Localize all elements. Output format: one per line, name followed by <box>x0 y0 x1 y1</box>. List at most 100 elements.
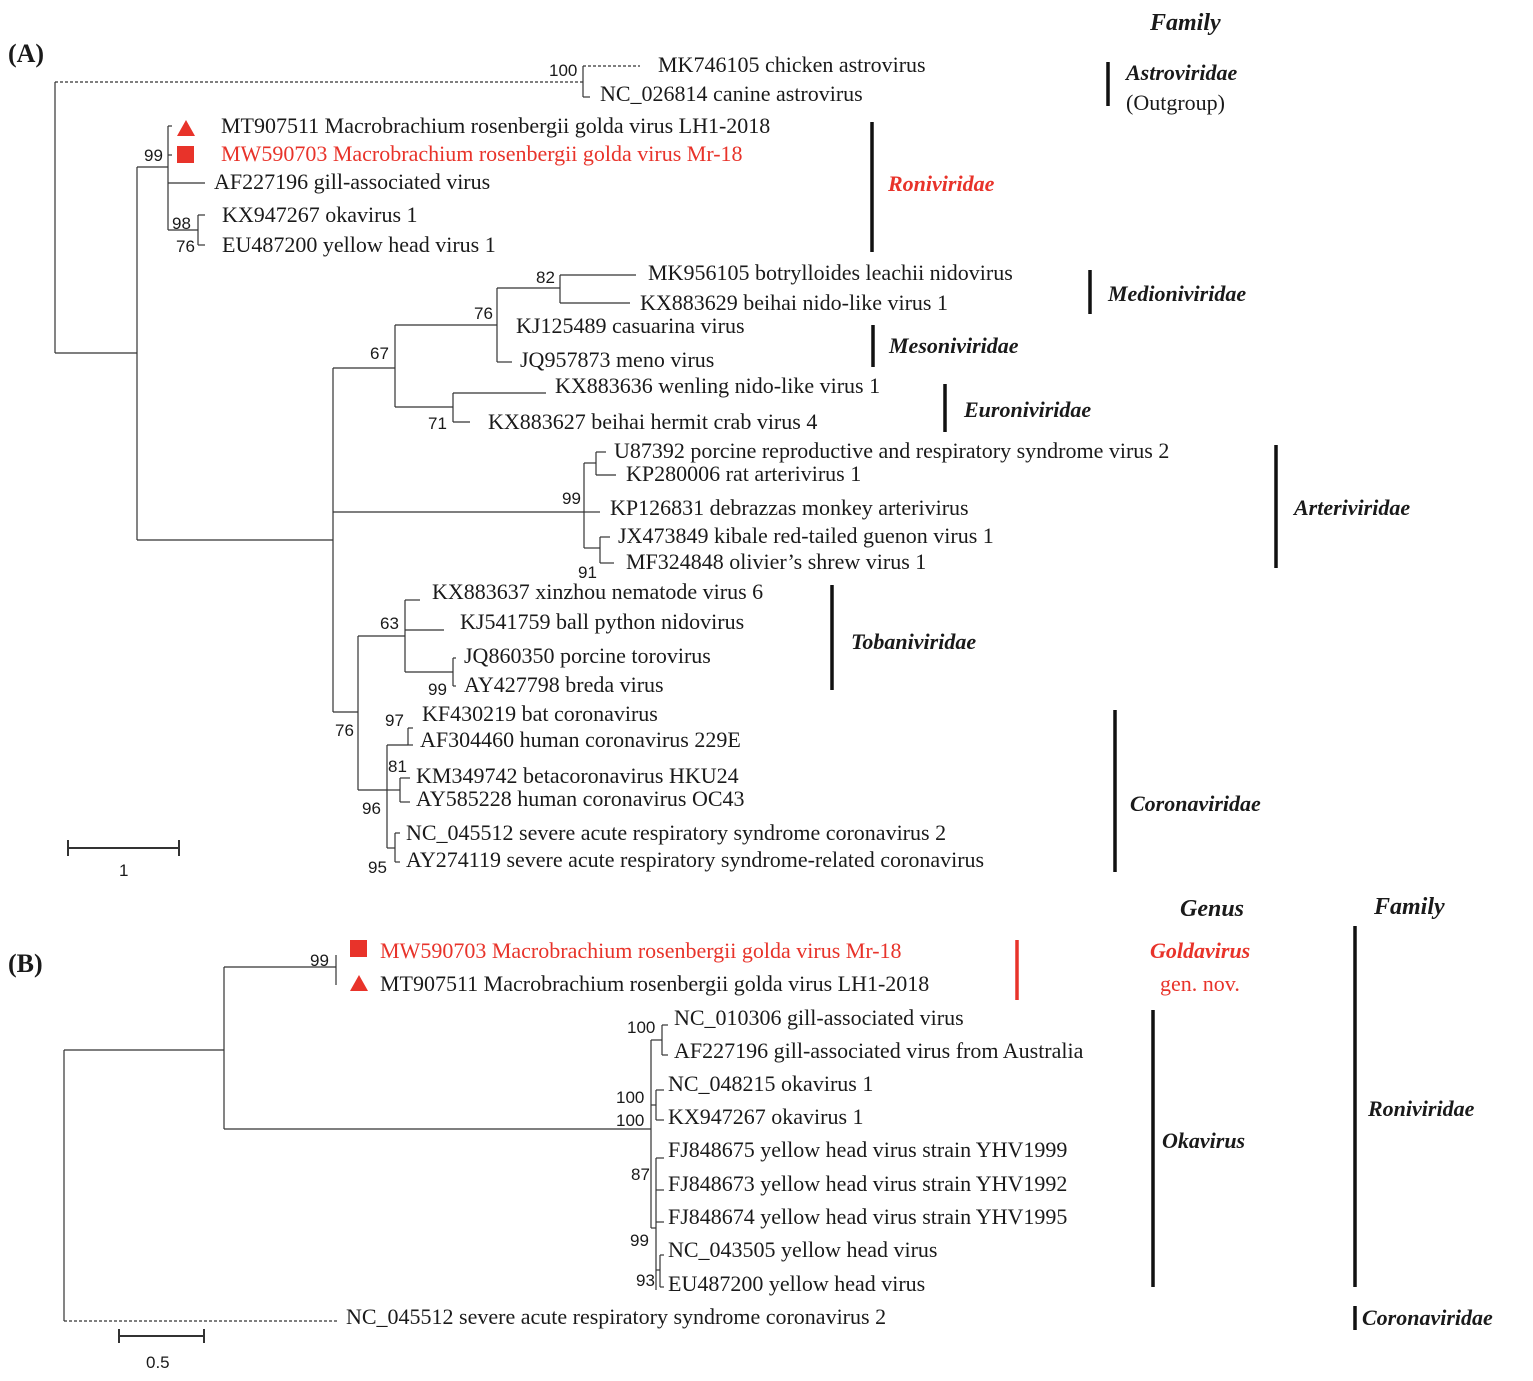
bootstrap-value: 96 <box>362 799 381 818</box>
taxon-label: FJ848675 yellow head virus strain YHV199… <box>668 1137 1067 1162</box>
genus-label-okavirus: Okavirus <box>1162 1128 1245 1153</box>
taxon-label: AY427798 breda virus <box>464 672 664 697</box>
bootstrap-value: 100 <box>616 1111 644 1130</box>
scale-bar-label: 0.5 <box>146 1353 170 1372</box>
panel-b-group-labels: Goldavirus gen. nov. Okavirus Ronivirida… <box>1150 938 1493 1330</box>
genus-label-goldavirus: Goldavirus <box>1150 938 1250 963</box>
taxon-label: NC_010306 gill-associated virus <box>674 1005 964 1030</box>
taxon-label: EU487200 yellow head virus <box>668 1271 925 1296</box>
family-label-medioniviridae: Medioniviridae <box>1107 281 1246 306</box>
panel-a-taxa: MK746105 chicken astrovirus NC_026814 ca… <box>214 52 1169 872</box>
taxon-label: JQ957873 meno virus <box>520 347 714 372</box>
taxon-label: NC_048215 okavirus 1 <box>668 1071 873 1096</box>
panel-b-scale-bar: 0.5 <box>118 1329 205 1372</box>
panel-b-genus-header: Genus <box>1180 896 1244 922</box>
taxon-label: KF430219 bat coronavirus <box>422 701 658 726</box>
red-square-icon <box>177 146 194 163</box>
taxon-label: NC_045512 severe acute respiratory syndr… <box>346 1304 886 1329</box>
bootstrap-value: 100 <box>616 1088 644 1107</box>
taxon-label: MT907511 Macrobrachium rosenbergii golda… <box>380 971 929 996</box>
family-label-astroviridae: Astroviridae <box>1124 60 1237 85</box>
bootstrap-value: 99 <box>630 1231 649 1250</box>
taxon-label: NC_043505 yellow head virus <box>668 1237 937 1262</box>
taxon-label: KX947267 okavirus 1 <box>222 202 418 227</box>
bootstrap-value: 87 <box>631 1165 650 1184</box>
family-label-coronaviridae: Coronaviridae <box>1130 791 1261 816</box>
taxon-label: AF304460 human coronavirus 229E <box>420 727 741 752</box>
bootstrap-value: 99 <box>428 680 447 699</box>
panel-a-label: (A) <box>8 39 44 68</box>
genus-note-gen-nov: gen. nov. <box>1160 971 1240 996</box>
bootstrap-value: 100 <box>549 61 577 80</box>
bootstrap-value: 97 <box>385 711 404 730</box>
taxon-label: AF227196 gill-associated virus from Aust… <box>674 1038 1084 1063</box>
bootstrap-value: 91 <box>578 563 597 582</box>
taxon-label: MK956105 botrylloides leachii nidovirus <box>648 260 1013 285</box>
bootstrap-value: 98 <box>172 214 191 233</box>
taxon-label: FJ848674 yellow head virus strain YHV199… <box>668 1204 1067 1229</box>
panel-a-family-header: Family <box>1149 10 1221 36</box>
outgroup-label: (Outgroup) <box>1126 90 1225 115</box>
panel-b-brackets <box>1015 926 1357 1330</box>
panel-b-family-header: Family <box>1373 894 1445 920</box>
taxon-label: KX883629 beihai nido-like virus 1 <box>640 290 948 315</box>
taxon-label: KX883636 wenling nido-like virus 1 <box>555 373 880 398</box>
family-label-mesoniviridae: Mesoniviridae <box>888 333 1019 358</box>
panel-a-scale-bar: 1 <box>67 840 180 880</box>
panel-b-label: (B) <box>8 949 43 978</box>
taxon-label: KX947267 okavirus 1 <box>668 1104 864 1129</box>
panel-a-bootstrap-values: 100 99 98 76 82 76 67 71 99 91 63 99 97 … <box>144 61 597 877</box>
family-label-tobaniviridae: Tobaniviridae <box>851 629 976 654</box>
taxon-label: AF227196 gill-associated virus <box>214 169 490 194</box>
taxon-label: KX883637 xinzhou nematode virus 6 <box>432 579 763 604</box>
taxon-label: KM349742 betacoronavirus HKU24 <box>416 763 739 788</box>
taxon-label: MK746105 chicken astrovirus <box>658 52 926 77</box>
bootstrap-value: 93 <box>636 1271 655 1290</box>
taxon-label: KJ541759 ball python nidovirus <box>460 609 744 634</box>
bootstrap-value: 100 <box>627 1018 655 1037</box>
bootstrap-value: 99 <box>310 951 329 970</box>
taxon-label: MF324848 olivier’s shrew virus 1 <box>626 549 926 574</box>
panel-a-family-labels: Astroviridae (Outgroup) Roniviridae Medi… <box>851 60 1410 816</box>
panel-a-tree-branches <box>54 65 640 863</box>
bootstrap-value: 71 <box>428 414 447 433</box>
taxon-label: NC_045512 severe acute respiratory syndr… <box>406 820 946 845</box>
family-label-roniviridae: Roniviridae <box>1367 1096 1475 1121</box>
bootstrap-value: 81 <box>388 757 407 776</box>
taxon-label: KJ125489 casuarina virus <box>516 313 745 338</box>
panel-b-tree-branches <box>63 955 668 1322</box>
taxon-label: JX473849 kibale red-tailed guenon virus … <box>618 523 994 548</box>
red-triangle-icon <box>177 120 195 136</box>
red-square-icon <box>350 940 367 957</box>
taxon-label: NC_026814 canine astrovirus <box>600 81 863 106</box>
taxon-label: U87392 porcine reproductive and respirat… <box>614 438 1169 463</box>
bootstrap-value: 67 <box>370 344 389 363</box>
taxon-label: MT907511 Macrobrachium rosenbergii golda… <box>221 113 770 138</box>
family-label-euroniviridae: Euroniviridae <box>963 397 1091 422</box>
taxon-label-highlight: MW590703 Macrobrachium rosenbergii golda… <box>380 938 902 963</box>
taxon-label: KP280006 rat arterivirus 1 <box>626 461 861 486</box>
panel-a-family-brackets <box>830 62 1278 872</box>
bootstrap-value: 99 <box>562 489 581 508</box>
family-label-roniviridae: Roniviridae <box>887 171 995 196</box>
taxon-label: EU487200 yellow head virus 1 <box>222 232 496 257</box>
taxon-label: KP126831 debrazzas monkey arterivirus <box>610 495 969 520</box>
family-label-coronaviridae: Coronaviridae <box>1362 1305 1493 1330</box>
taxon-label: KX883627 beihai hermit crab virus 4 <box>488 409 817 434</box>
panel-b-bootstrap-values: 99 100 100 100 87 99 93 <box>310 951 655 1290</box>
bootstrap-value: 99 <box>144 146 163 165</box>
scale-bar-label: 1 <box>119 861 128 880</box>
bootstrap-value: 76 <box>474 304 493 323</box>
bootstrap-value: 63 <box>380 614 399 633</box>
bootstrap-value: 76 <box>176 237 195 256</box>
taxon-label: AY585228 human coronavirus OC43 <box>416 786 745 811</box>
red-triangle-icon <box>350 975 368 991</box>
bootstrap-value: 82 <box>536 268 555 287</box>
taxon-label-highlight: MW590703 Macrobrachium rosenbergii golda… <box>221 141 743 166</box>
taxon-label: JQ860350 porcine torovirus <box>464 643 711 668</box>
panel-b-taxa: MW590703 Macrobrachium rosenbergii golda… <box>346 938 1084 1329</box>
taxon-label: AY274119 severe acute respiratory syndro… <box>406 847 984 872</box>
taxon-label: FJ848673 yellow head virus strain YHV199… <box>668 1171 1067 1196</box>
bootstrap-value: 76 <box>335 721 354 740</box>
